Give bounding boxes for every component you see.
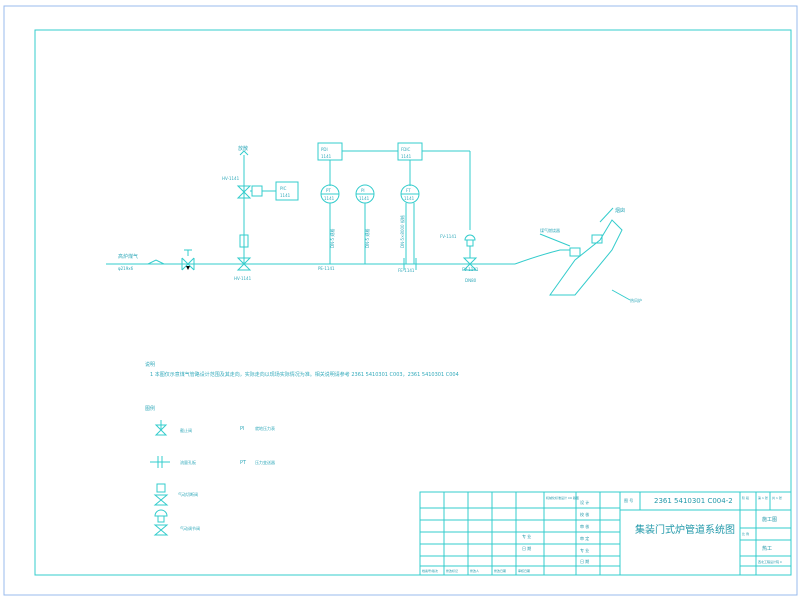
tb-right-note: 西北工程设计院 C <box>758 559 782 564</box>
svg-text:1141: 1141 <box>401 154 412 159</box>
outlet-top-label: 烟囱 <box>615 207 625 214</box>
tb-check: 校 核 <box>580 511 589 517</box>
main-pipeline: 高炉煤气 φ219x6 <box>106 253 515 271</box>
inlet-label: 高炉煤气 <box>118 253 138 260</box>
legend-item-0-symbol: 截止阀 <box>180 427 192 433</box>
signal-bus: PDI 1141 FDIC 1141 <box>317 142 471 230</box>
tb-bottom-0: 档案号/版次 <box>422 568 438 573</box>
legend-item-0-desc: 就地压力表 <box>255 425 275 431</box>
tb-scale-label: 比 例 <box>742 531 749 536</box>
hv-top-label: HV-1141 <box>222 176 240 181</box>
svg-text:FT: FT <box>406 188 411 193</box>
instrument-pt1: PT 1141 DN-5 规格 PE-1141 <box>318 184 340 271</box>
fv-bottom-label: FV-1141 <box>462 267 479 272</box>
tb-bottom-1: 修改标记 <box>446 568 458 573</box>
fv-valve: FV-1141 FV-1141 DN80 <box>440 234 479 283</box>
fdic-box: FDIC <box>401 147 411 152</box>
outer-border <box>3 5 798 596</box>
tb-top-cell: 机械化标准设计 C0 版图 <box>546 495 579 500</box>
tb-drawing-no-label: 图 号 <box>624 497 633 503</box>
pipe1-label: DN-5 规格 <box>329 229 335 248</box>
isolation-valve <box>181 249 195 271</box>
legend-item-0-code: PI <box>240 426 245 432</box>
furnace: 烟囱 煤气燃烧器 热风炉 <box>514 207 642 303</box>
tb-stage-label: 阶 段 <box>742 495 749 500</box>
legend-item-1-code: PT <box>240 460 247 466</box>
tb-sheet-total: 共 1 张 <box>772 495 782 500</box>
tb-bottom-2: 修改人 <box>470 568 479 573</box>
tb-bottom-3: 修改日期 <box>494 568 506 573</box>
pipe2-label: DN-5 规格 <box>364 229 370 248</box>
tb-stage: 施工图 <box>762 516 777 523</box>
tb-drawing-title: 集装门式炉管道系统图 <box>635 523 735 536</box>
svg-text:PI: PI <box>361 188 365 193</box>
svg-text:1141: 1141 <box>359 196 370 201</box>
notes-section: 说明 1 本图仅示意煤气管路设计范围及其走向，实际走向以现场实际情况为准。相关说… <box>145 361 459 378</box>
svg-text:1141: 1141 <box>404 196 415 201</box>
fe-label: FE-1141 <box>398 268 415 273</box>
legend-item-1-symbol: 流量孔板 <box>180 459 196 465</box>
pipe3-label: DN-5×8000 规格 <box>399 215 405 248</box>
instrument-ft1: FT 1141 DN-5×8000 规格 FE-1141 <box>398 184 420 273</box>
tb-review: 审 核 <box>580 523 589 529</box>
hv-bottom-label: HV-1141 <box>234 276 252 281</box>
svg-text:PT: PT <box>326 188 331 193</box>
notes-title: 说明 <box>145 361 155 368</box>
pe-label: PE-1141 <box>318 266 335 271</box>
tb-approve: 审 定 <box>580 535 589 541</box>
svg-text:1141: 1141 <box>324 196 335 201</box>
outlet-burner-label: 煤气燃烧器 <box>540 227 560 233</box>
vent-label: 放散 <box>238 145 248 152</box>
legend-title: 图例 <box>145 405 155 412</box>
legend-item-3-symbol: 气动调节阀 <box>180 525 200 531</box>
hv-branch: 放散 HV-1141 PIC 1141 HV-1141 <box>222 145 299 281</box>
outlet-bottom-label: 热风炉 <box>630 297 642 303</box>
svg-text:1141: 1141 <box>280 193 291 198</box>
tb-mid2: 日 期 <box>522 545 531 551</box>
pdi-box: PDI <box>321 147 328 152</box>
notes-line1: 1 本图仅示意煤气管路设计范围及其走向，实际走向以现场实际情况为准。相关说明请参… <box>150 371 459 378</box>
svg-text:1141: 1141 <box>321 154 332 159</box>
legend-section: 图例 截止阀 PI 就地压力表 流量孔板 PT 压力变送器 气动切断阀 气动调节… <box>145 405 275 536</box>
tb-design: 设 计 <box>580 499 589 505</box>
tb-mid1: 专 业 <box>522 533 531 539</box>
pic-label: PIC <box>280 186 287 191</box>
legend-item-1-desc: 压力变送器 <box>255 459 275 465</box>
inner-border <box>34 29 792 576</box>
title-block: 机械化标准设计 C0 版图 专 业 日 期 设 计 校 核 审 核 审 定 专 … <box>419 491 792 576</box>
inlet-sub-label: φ219x6 <box>118 266 134 271</box>
legend-item-2-symbol: 气动切断阀 <box>178 491 198 497</box>
tb-date: 日 期 <box>580 558 589 564</box>
fv-note: DN80 <box>465 278 477 283</box>
tb-sheet-label: 第 1 张 <box>758 495 768 500</box>
tb-bottom-4: 审核日期 <box>518 568 530 573</box>
fv-top-label: FV-1141 <box>440 234 457 239</box>
tb-major-value: 热工 <box>762 545 772 552</box>
instrument-pi1: PI 1141 DN-5 规格 <box>355 184 375 264</box>
tb-drawing-no: 2361 5410301 C004-2 <box>654 497 733 505</box>
tb-major: 专 业 <box>580 547 589 553</box>
